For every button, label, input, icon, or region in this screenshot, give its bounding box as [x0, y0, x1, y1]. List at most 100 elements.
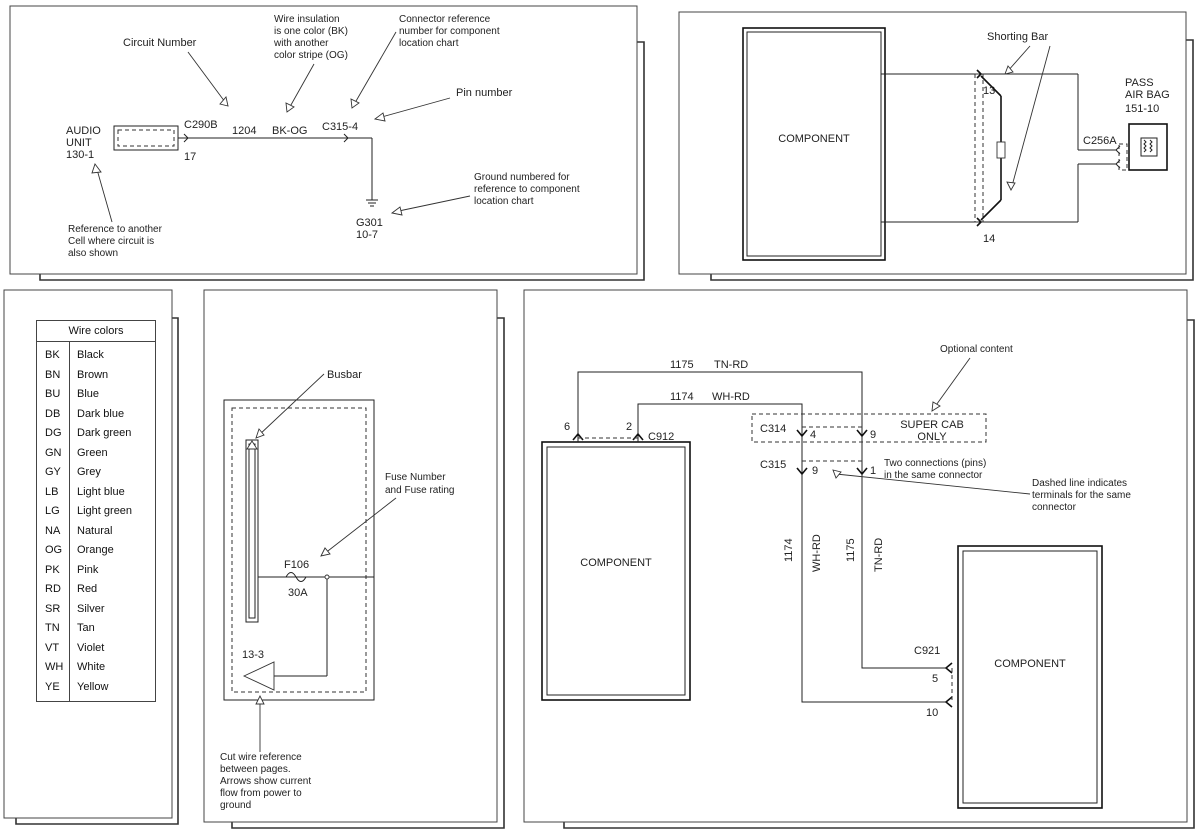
- panel-circuit-legend: Circuit Number Wire insulation is one co…: [9, 5, 645, 281]
- wire-color-row: BN Brown: [37, 366, 155, 386]
- circuit-number-label: Circuit Number: [123, 37, 197, 49]
- wire-color-row: WH White: [37, 658, 155, 678]
- wire-color-name: Black: [77, 349, 104, 361]
- wire-color-bk-og: BK-OG: [272, 125, 307, 137]
- pin-13: 13: [983, 85, 995, 97]
- wire-color-code: BU: [45, 388, 61, 400]
- ground-note-line-1: Ground numbered for: [474, 172, 570, 183]
- cut-note-line-5: ground: [220, 800, 251, 811]
- connector-c314: C314: [760, 423, 786, 435]
- splice-point: [324, 574, 330, 580]
- circuit-1204: 1204: [232, 125, 256, 137]
- wire-color-code: OG: [45, 544, 63, 556]
- optional-content-box: [751, 413, 987, 443]
- cut-wire-arrow-icon: [242, 661, 275, 691]
- air-bag-box: [1128, 123, 1168, 171]
- wire-color-name: Green: [77, 446, 108, 459]
- insulation-note-line-1: Wire insulation: [274, 14, 340, 25]
- ground-note-line-2: reference to component: [474, 184, 580, 195]
- super-cab-line-2: ONLY: [917, 431, 947, 443]
- air-bag-line-3: 151-10: [1125, 103, 1159, 115]
- component-left-box: [541, 441, 691, 701]
- reference-note-line-2: Cell where circuit is: [68, 236, 154, 247]
- vertical-1175: 1175: [845, 538, 857, 562]
- audio-unit-line-1: AUDIO: [66, 125, 101, 137]
- ground-ref: 10-7: [356, 229, 378, 241]
- panel-optional-content: COMPONENT COMPONENT 1175 TN-RD 1174 WH-R…: [523, 289, 1195, 829]
- wire-color-code: LG: [45, 505, 60, 517]
- panel-shorting-bar: COMPONENT 13 14 Shorting Bar C256A PASS …: [678, 11, 1194, 281]
- busbar-label: Busbar: [327, 369, 362, 381]
- wire-color-code: GY: [45, 466, 61, 478]
- wire-color-code: PK: [45, 563, 60, 576]
- wire-color-name: Blue: [77, 388, 100, 400]
- wire-color-code: DB: [45, 407, 61, 420]
- reference-note-line-3: also shown: [68, 248, 118, 259]
- dashed-note-line-1: Dashed line indicates: [1032, 478, 1127, 489]
- wire-color-name: Natural: [77, 524, 113, 537]
- wire-color-name: Brown: [77, 368, 109, 381]
- cut-wire-ref: 13-3: [242, 649, 264, 661]
- insulation-note-line-2: is one color (BK): [274, 26, 348, 37]
- wire-1174-number: 1174: [670, 391, 694, 403]
- c315-pin-1-icon: [856, 467, 868, 476]
- wire-color-name: Pink: [77, 563, 99, 576]
- wire-color-name: Tan: [77, 622, 95, 634]
- wire-color-row: TN Tan: [37, 619, 155, 639]
- two-conn-note-line-2: in the same connector: [884, 470, 983, 481]
- connector-arrow-icon: [343, 133, 349, 143]
- fuse-icon: [285, 572, 307, 582]
- wire-color-code: LB: [45, 485, 59, 498]
- wire-color-code: NA: [45, 524, 61, 537]
- component-box: [742, 27, 886, 261]
- panel-fuse-busbar: Busbar Fuse Number and Fuse rating F106 …: [203, 289, 505, 829]
- terminal-14-icon: [976, 217, 983, 227]
- wire-color-code: SR: [45, 602, 61, 615]
- wire-color-name: Dark blue: [77, 407, 125, 420]
- shorting-bar-icon: [980, 75, 1002, 97]
- wire-color-name: Silver: [77, 602, 105, 615]
- wire-color-code: BK: [45, 349, 60, 361]
- insulation-note-line-3: with another: [273, 38, 329, 49]
- vertical-wh-rd: WH-RD: [811, 534, 823, 572]
- connector-c921: C921: [914, 645, 940, 657]
- wire-color-code: DG: [45, 427, 62, 439]
- wire-1174-color: WH-RD: [712, 391, 750, 403]
- optional-content-label: Optional content: [940, 344, 1013, 355]
- dashed-note-line-3: connector: [1032, 502, 1077, 513]
- wire-color-code: WH: [45, 661, 64, 673]
- wire-color-code: TN: [45, 622, 60, 634]
- wire-color-name: Dark green: [77, 427, 132, 439]
- wire-color-code: BN: [45, 368, 61, 381]
- two-conn-note-line-1: Two connections (pins): [884, 458, 986, 469]
- connector-c315-4: C315-4: [322, 121, 358, 133]
- wire-color-row: BK Black: [37, 346, 155, 366]
- wire-color-row: LB Light blue: [37, 483, 155, 503]
- component-left-label: COMPONENT: [580, 557, 652, 569]
- wire-color-name: White: [77, 661, 106, 673]
- component-label: COMPONENT: [778, 133, 850, 145]
- wire-color-row: PK Pink: [37, 561, 155, 581]
- fuse-note-line-2: and Fuse rating: [385, 485, 455, 496]
- wire-color-name: Light blue: [77, 485, 125, 498]
- wire-color-row: SR Silver: [37, 600, 155, 620]
- c314-pin-4: 4: [810, 429, 816, 441]
- cut-note-line-4: flow from power to: [220, 788, 302, 799]
- wire-color-name: Red: [77, 583, 98, 595]
- wire-colors-title: Wire colors: [37, 321, 155, 342]
- pin-2: 2: [626, 421, 632, 433]
- connector-ref-note-line-3: location chart: [399, 38, 459, 49]
- cut-note-line-3: Arrows show current: [220, 776, 311, 787]
- component-right-label: COMPONENT: [994, 658, 1066, 670]
- wire-color-code: GN: [45, 446, 62, 459]
- c314-pin-9: 9: [870, 429, 876, 441]
- wire-color-row: GN Green: [37, 444, 155, 464]
- c314-pin-9-icon: [856, 429, 868, 438]
- fuse-id: F106: [284, 559, 309, 571]
- busbar: [245, 439, 259, 623]
